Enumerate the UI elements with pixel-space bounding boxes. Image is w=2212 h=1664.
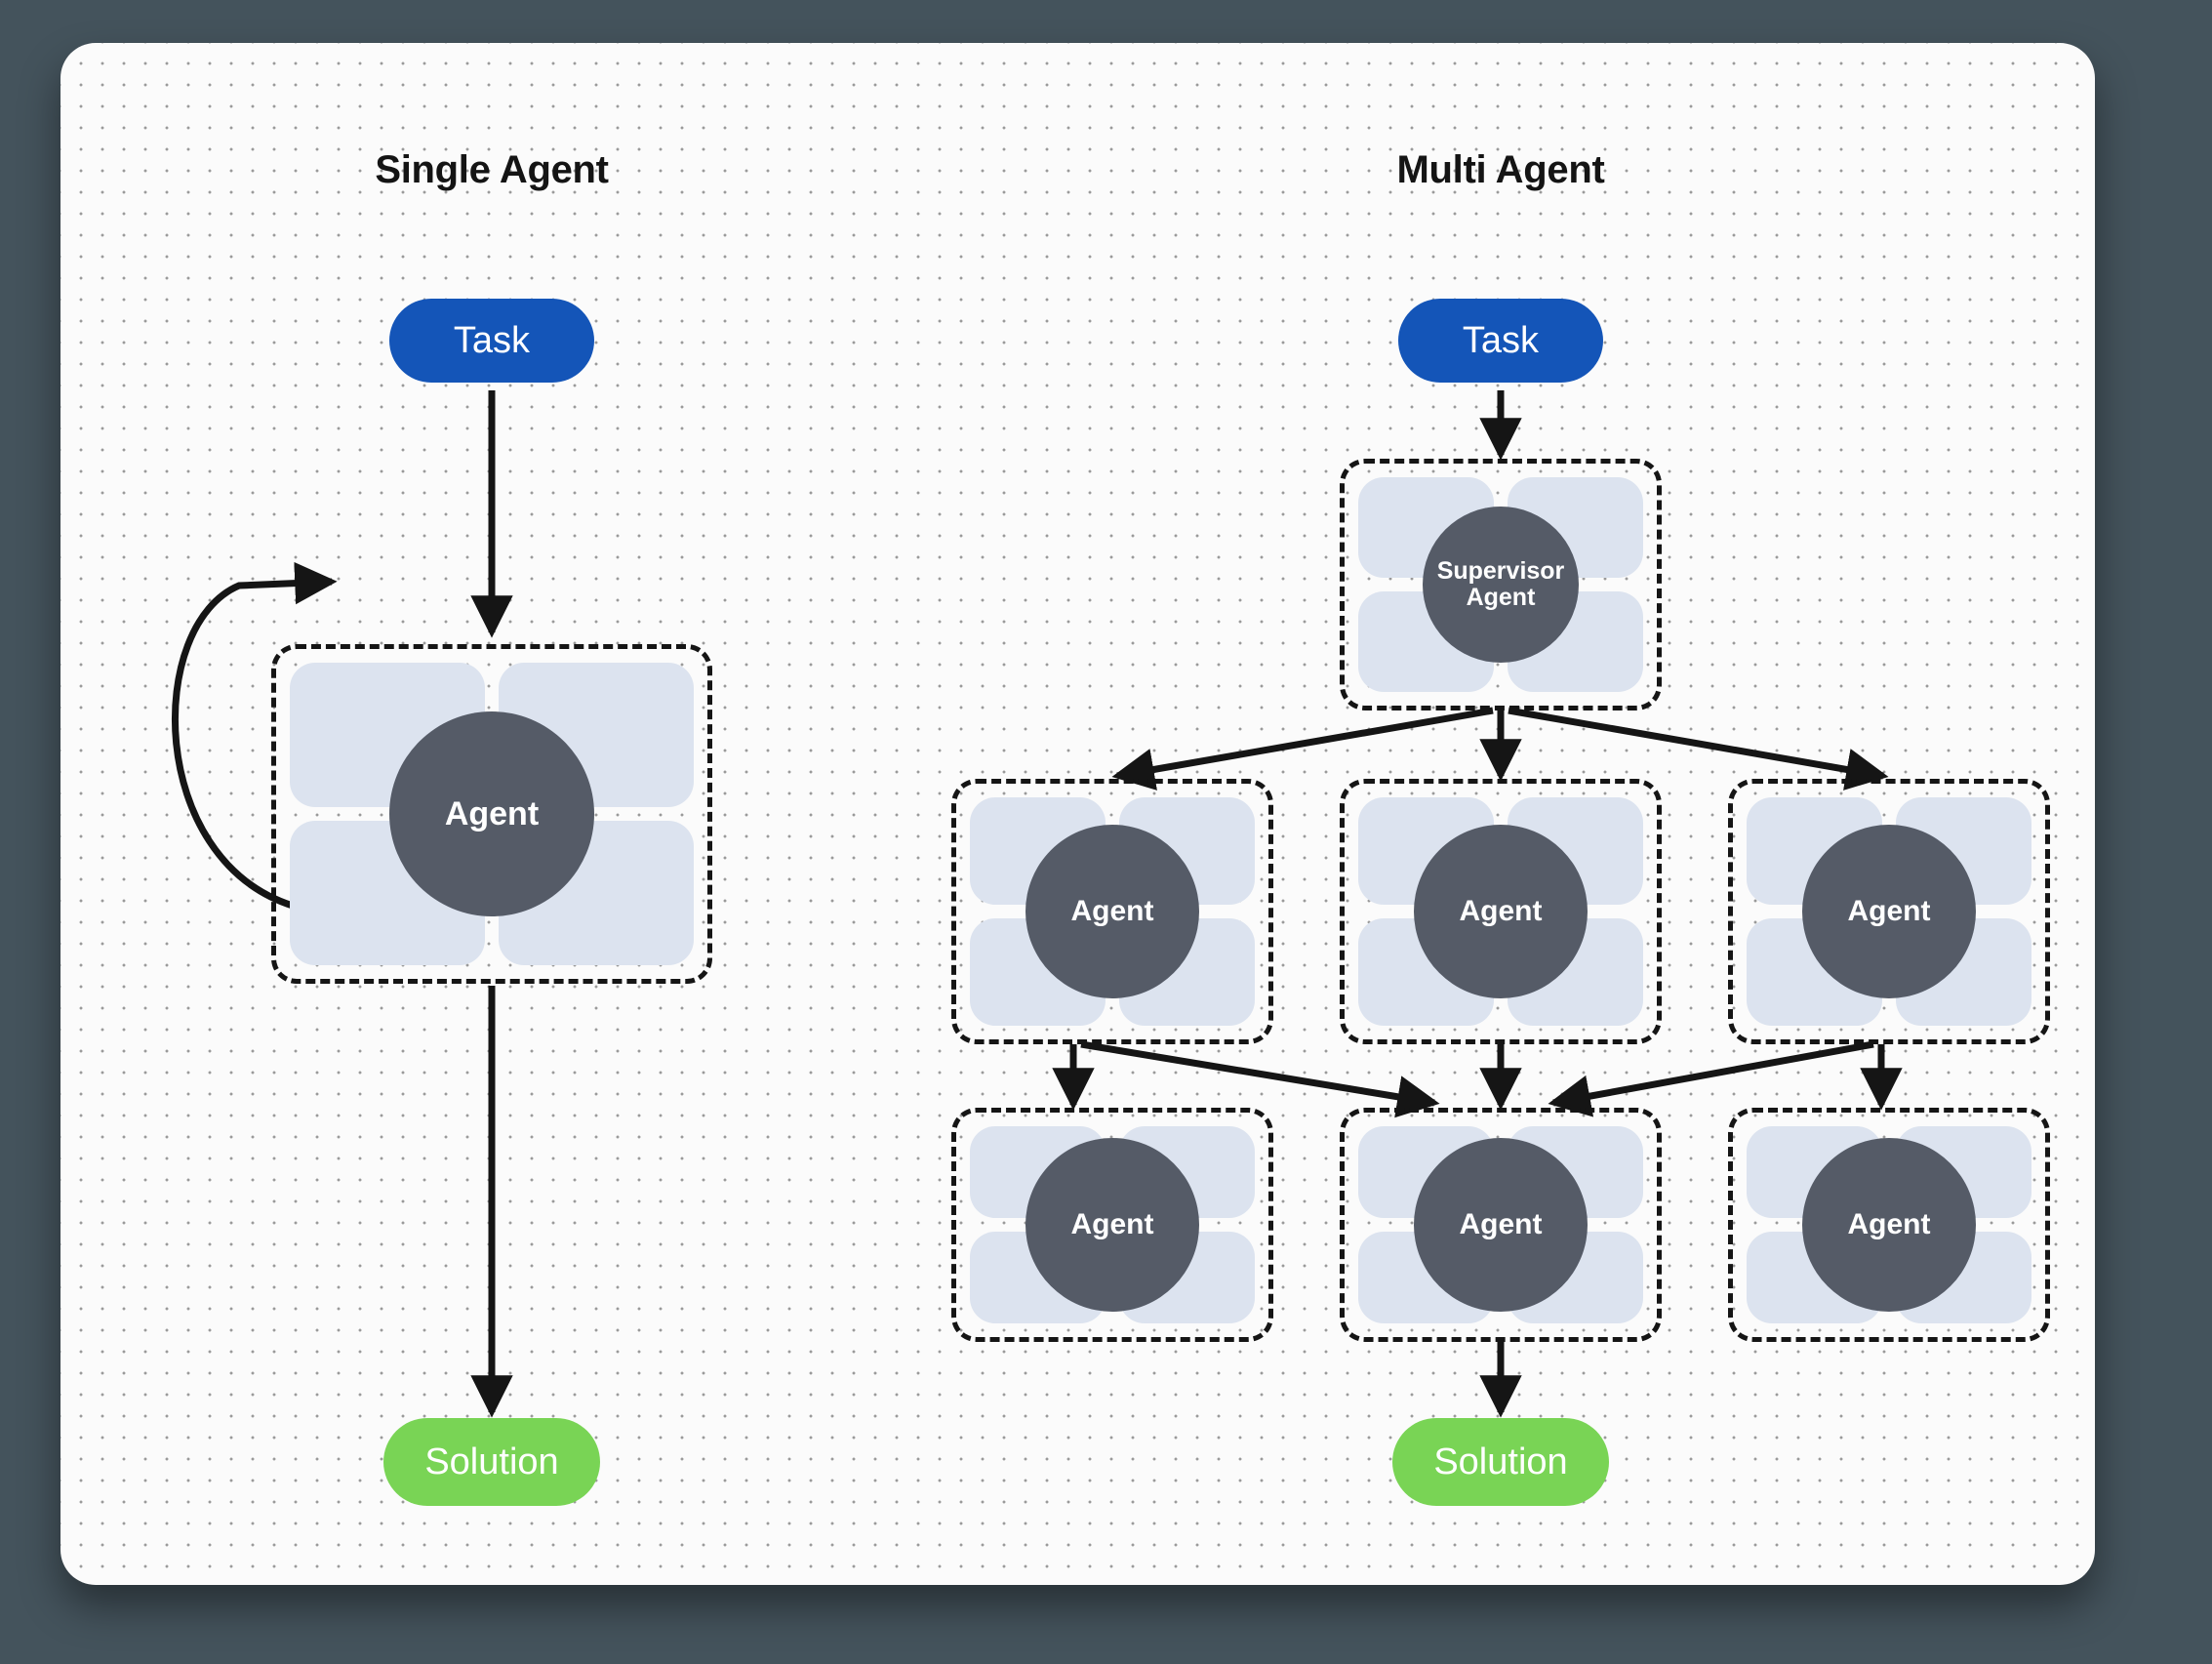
single-task-label: Task <box>453 319 531 361</box>
section-title-single-agent: Single Agent <box>375 148 609 191</box>
multi-task-pill[interactable]: Task <box>1398 299 1603 383</box>
agent-circle-row2-right[interactable]: Agent <box>1802 1138 1976 1312</box>
single-agent-group[interactable]: Agent <box>271 644 712 984</box>
single-agent-label: Agent <box>444 794 540 832</box>
single-task-pill[interactable]: Task <box>389 299 594 383</box>
multi-agent-group-row2-center[interactable]: Agent <box>1340 1108 1662 1342</box>
agent-circle-row2-left[interactable]: Agent <box>1026 1138 1199 1312</box>
agent-label: Agent <box>1070 894 1154 927</box>
agent-label: Agent <box>1459 894 1543 927</box>
multi-agent-group-row2-left[interactable]: Agent <box>951 1108 1273 1342</box>
agent-label: Agent <box>1847 894 1931 927</box>
supervisor-agent-label: Supervisor Agent <box>1437 558 1565 611</box>
multi-task-label: Task <box>1462 319 1540 361</box>
supervisor-label-line-1: Supervisor <box>1436 557 1565 585</box>
agent-label: Agent <box>1847 1207 1931 1240</box>
single-solution-pill[interactable]: Solution <box>383 1418 600 1506</box>
multi-agent-group-row1-center[interactable]: Agent <box>1340 779 1662 1044</box>
agent-circle-row1-right[interactable]: Agent <box>1802 825 1976 998</box>
supervisor-agent-circle[interactable]: Supervisor Agent <box>1423 507 1579 663</box>
multi-solution-pill[interactable]: Solution <box>1392 1418 1609 1506</box>
agent-label: Agent <box>1070 1207 1154 1240</box>
single-agent-circle[interactable]: Agent <box>389 711 594 916</box>
single-solution-label: Solution <box>424 1441 559 1482</box>
multi-agent-group-row2-right[interactable]: Agent <box>1728 1108 2050 1342</box>
agent-circle-row1-center[interactable]: Agent <box>1414 825 1588 998</box>
supervisor-agent-group[interactable]: Supervisor Agent <box>1340 459 1662 710</box>
multi-agent-group-row1-left[interactable]: Agent <box>951 779 1273 1044</box>
agent-circle-row1-left[interactable]: Agent <box>1026 825 1199 998</box>
multi-solution-label: Solution <box>1433 1441 1568 1482</box>
agent-circle-row2-center[interactable]: Agent <box>1414 1138 1588 1312</box>
agent-label: Agent <box>1459 1207 1543 1240</box>
multi-agent-group-row1-right[interactable]: Agent <box>1728 779 2050 1044</box>
section-title-multi-agent: Multi Agent <box>1396 148 1605 191</box>
supervisor-label-line-2: Agent <box>1466 584 1536 611</box>
